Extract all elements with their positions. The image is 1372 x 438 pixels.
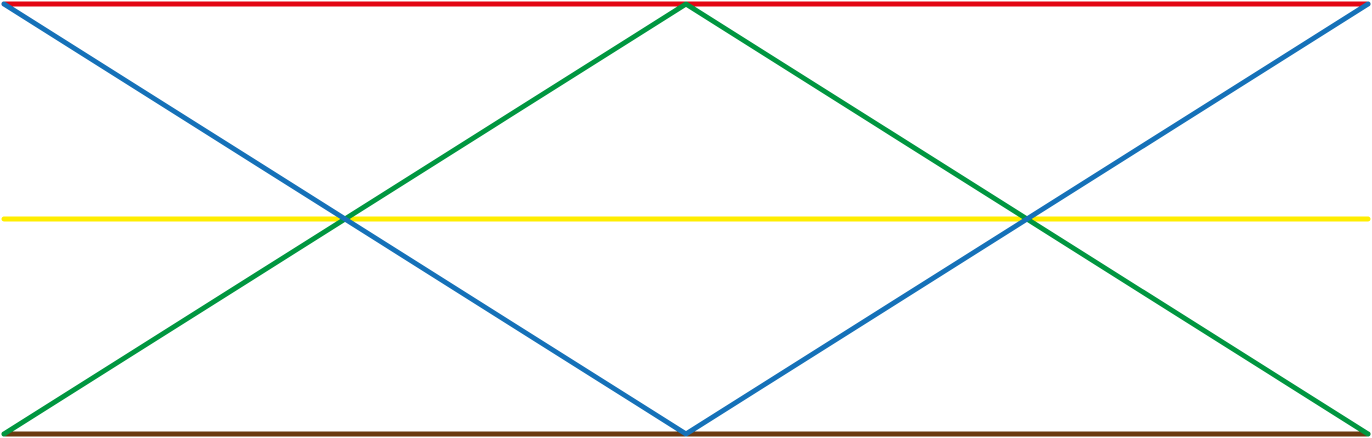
green-line (1, 1, 1371, 437)
diagram-canvas (1, 1, 1371, 437)
line-diagram (1, 1, 1371, 437)
blue-line (1, 1, 1371, 437)
